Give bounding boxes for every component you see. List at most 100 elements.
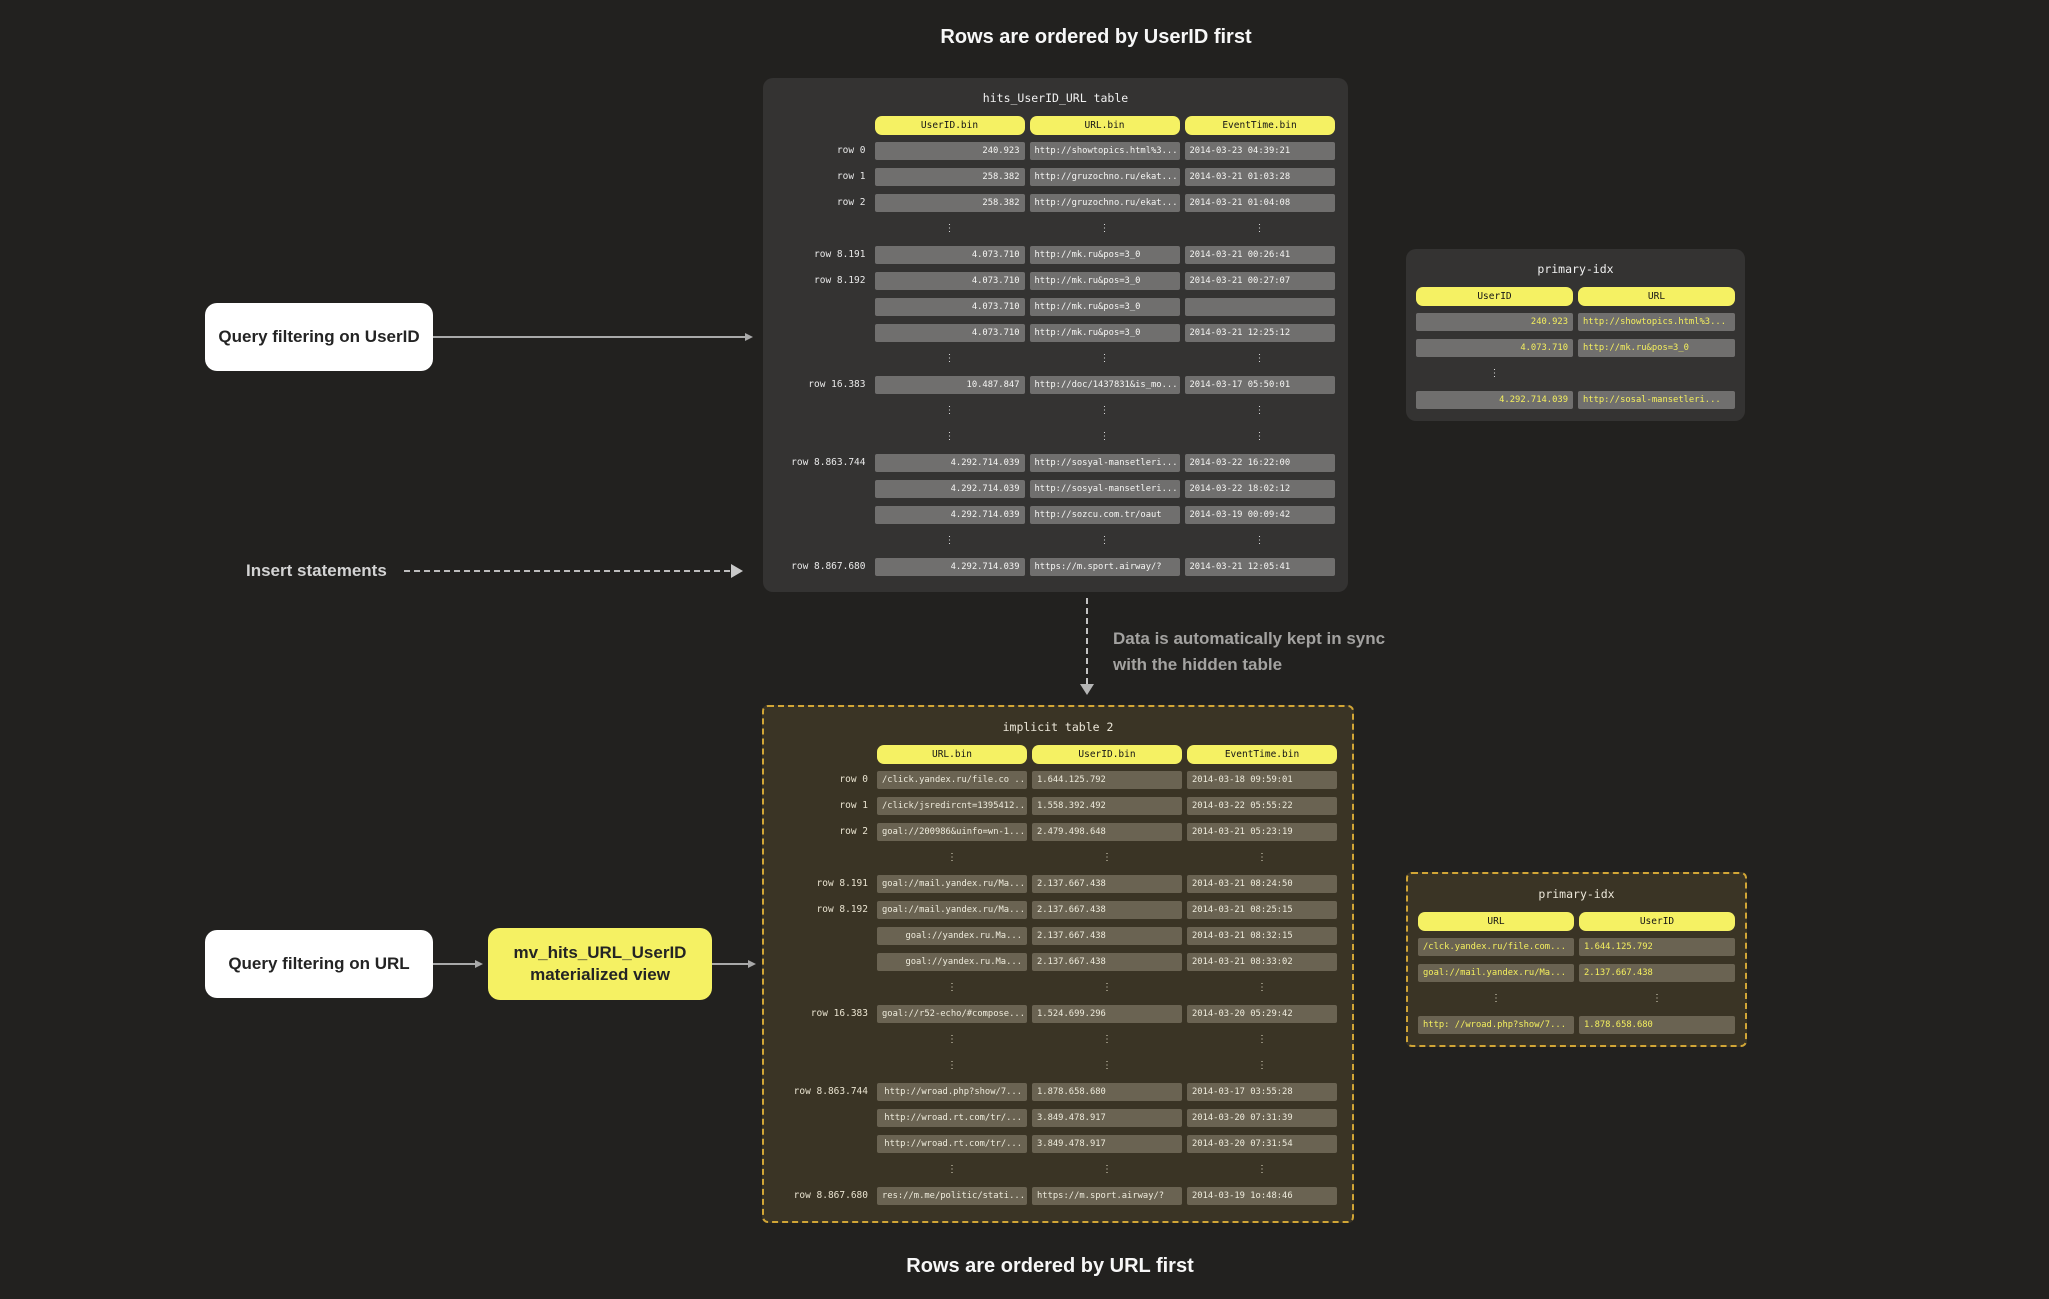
- row-label: [777, 298, 870, 316]
- table-cell: 2.137.667.438: [1032, 953, 1182, 971]
- table-cell: http://mk.ru&pos=3_0: [1029, 298, 1180, 316]
- table-cell: 2014-03-20 05:29:42: [1187, 1005, 1337, 1023]
- ellipsis-cell: ⋮: [944, 223, 955, 234]
- ellipsis-cell: ⋮: [944, 535, 955, 546]
- row-label: row 8.191: [816, 878, 868, 889]
- row-label: row 2: [836, 197, 866, 208]
- table-cell: 2014-03-22 18:02:12: [1184, 480, 1335, 498]
- table-cell: 2014-03-20 07:31:54: [1187, 1135, 1337, 1153]
- row-label: row 8.863.744: [791, 457, 866, 468]
- ellipsis-cell: ⋮: [944, 431, 955, 442]
- ellipsis-cell: ⋮: [1099, 405, 1110, 416]
- table-cell: 2014-03-23 04:39:21: [1184, 142, 1335, 160]
- ellipsis-cell: ⋮: [1489, 368, 1500, 379]
- table-cell: http://sosal-mansetleri...: [1578, 391, 1735, 409]
- insert-arrow-icon: [404, 570, 730, 572]
- row-label: row 8.192: [816, 904, 868, 915]
- query-filtering-userid-box: Query filtering on UserID: [205, 303, 433, 371]
- sync-arrow-icon: [1086, 598, 1088, 684]
- row-label: [777, 428, 870, 446]
- table-cell: 3.849.478.917: [1032, 1109, 1182, 1127]
- row-label: [779, 1109, 872, 1127]
- table-cell: http://mk.ru&pos=3_0: [1029, 272, 1180, 290]
- table-cell: 2014-03-21 00:27:07: [1184, 272, 1335, 290]
- ellipsis-cell: ⋮: [1102, 852, 1112, 863]
- ellipsis-cell: ⋮: [1254, 353, 1265, 364]
- column-header: UserID: [1416, 287, 1573, 306]
- row-label: row 8.863.744: [793, 1086, 868, 1097]
- table-cell: 240.923: [1416, 313, 1573, 331]
- column-header: EventTime.bin: [1184, 116, 1335, 135]
- table-cell: goal://mail.yandex.ru/Ma...: [877, 875, 1027, 893]
- primary-idx-userid-title: primary-idx: [1537, 262, 1614, 276]
- table-cell: 2014-03-21 00:26:41: [1184, 246, 1335, 264]
- ellipsis-cell: ⋮: [947, 982, 957, 993]
- ellipsis-cell: [1578, 365, 1735, 383]
- table-cell: 1.644.125.792: [1579, 938, 1735, 956]
- column-header: UserID.bin: [874, 116, 1025, 135]
- row-label: [777, 506, 870, 524]
- table-cell: 2014-03-21 12:25:12: [1184, 324, 1335, 342]
- row-label: row 8.867.680: [791, 561, 866, 572]
- primary-idx-url-title: primary-idx: [1538, 887, 1615, 901]
- table-cell: http://sozcu.com.tr/oaut: [1029, 506, 1180, 524]
- table-cell: 4.073.710: [874, 246, 1025, 264]
- ellipsis-cell: ⋮: [1257, 852, 1267, 863]
- table-cell: https://m.sport.airway/?: [1032, 1187, 1182, 1205]
- ellipsis-cell: ⋮: [1254, 535, 1265, 546]
- ellipsis-cell: ⋮: [1257, 982, 1267, 993]
- row-label: [779, 849, 872, 867]
- table-cell: 1.878.658.680: [1032, 1083, 1182, 1101]
- column-header: EventTime.bin: [1187, 745, 1337, 764]
- ellipsis-cell: ⋮: [1099, 535, 1110, 546]
- table-cell: 2014-03-21 12:05:41: [1184, 558, 1335, 576]
- implicit-table-title: implicit table 2: [1002, 720, 1114, 734]
- ellipsis-cell: ⋮: [1254, 405, 1265, 416]
- table-cell: 2.137.667.438: [1032, 927, 1182, 945]
- table-cell: 3.849.478.917: [1032, 1135, 1182, 1153]
- row-label: [779, 979, 872, 997]
- table-cell: http: //wroad.php?show/7...: [1418, 1016, 1574, 1034]
- row-label: [779, 953, 872, 971]
- row-label: row 16.383: [810, 1008, 868, 1019]
- row-label: [777, 402, 870, 420]
- row-label: [777, 220, 870, 238]
- ellipsis-cell: ⋮: [944, 405, 955, 416]
- query-filtering-url-box: Query filtering on URL: [205, 930, 433, 998]
- row-label: [779, 927, 872, 945]
- table-cell: http://showtopics.html%3...: [1029, 142, 1180, 160]
- materialized-view-caption: materialized view: [530, 965, 670, 984]
- bottom-section-title: Rows are ordered by URL first: [906, 1255, 1194, 1277]
- table-cell: 1.878.658.680: [1579, 1016, 1735, 1034]
- row-label: [777, 532, 870, 550]
- table-cell: 2014-03-21 01:04:08: [1184, 194, 1335, 212]
- table-cell: /click/jsredircnt=1395412...: [877, 797, 1027, 815]
- ellipsis-cell: ⋮: [1257, 1034, 1267, 1045]
- sync-note-line2: with the hidden table: [1113, 655, 1283, 674]
- table-cell: 1.524.699.296: [1032, 1005, 1182, 1023]
- table-cell: 4.073.710: [874, 272, 1025, 290]
- row-label: [779, 1135, 872, 1153]
- table-cell: 2.137.667.438: [1579, 964, 1735, 982]
- header-spacer: [777, 116, 870, 134]
- table-cell: http://showtopics.html%3...: [1578, 313, 1735, 331]
- hits-table-title: hits_UserID_URL table: [982, 91, 1129, 105]
- row-label: [777, 480, 870, 498]
- row-label: [777, 350, 870, 368]
- ellipsis-cell: ⋮: [947, 1060, 957, 1071]
- table-cell: 1.644.125.792: [1032, 771, 1182, 789]
- table-cell: 2014-03-21 08:32:15: [1187, 927, 1337, 945]
- table-cell: goal://r52-echo/#compose...: [877, 1005, 1027, 1023]
- column-header: UserID: [1579, 912, 1735, 931]
- table-cell: 4.073.710: [874, 324, 1025, 342]
- ellipsis-cell: ⋮: [1254, 431, 1265, 442]
- ellipsis-cell: ⋮: [1102, 1164, 1112, 1175]
- table-cell: 2014-03-17 05:50:01: [1184, 376, 1335, 394]
- row-label: [779, 1161, 872, 1179]
- table-cell: res://m.me/politic/stati...: [877, 1187, 1027, 1205]
- table-cell: http://sosyal-mansetleri...: [1029, 480, 1180, 498]
- table-cell: http://gruzochno.ru/ekat...: [1029, 168, 1180, 186]
